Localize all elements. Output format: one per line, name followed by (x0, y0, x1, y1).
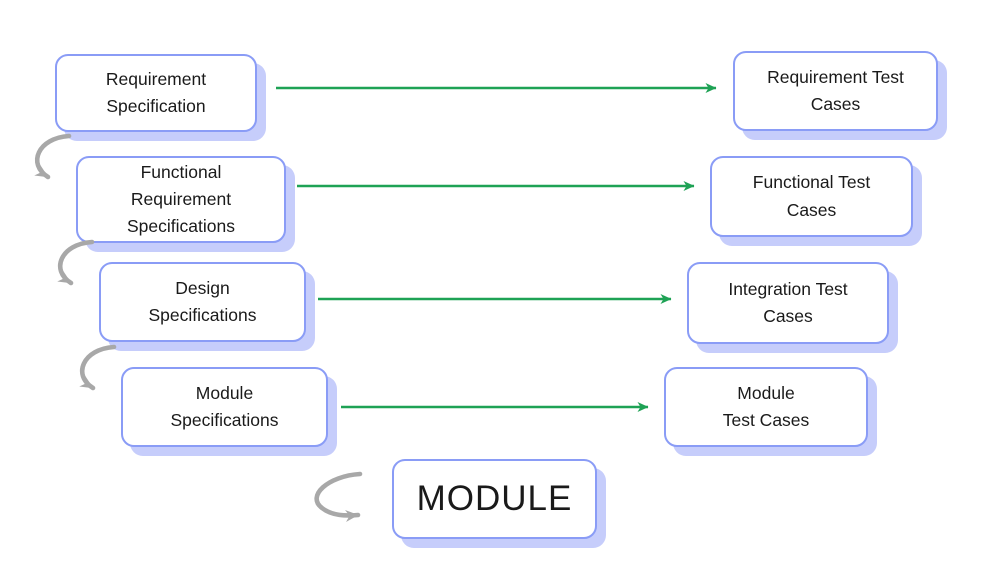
box-design-specifications: Design Specifications (99, 262, 306, 342)
trace-arrow-row4 (341, 402, 649, 412)
box-requirement-specification: Requirement Specification (55, 54, 257, 132)
box-module-test-cases: Module Test Cases (664, 367, 868, 447)
trace-arrow-row1 (276, 83, 717, 93)
box-label: Requirement Specification (105, 68, 207, 116)
curved-arrow-1-icon (34, 133, 72, 180)
box-label: Requirement Test Cases (767, 66, 904, 114)
box-label: Module Specifications (170, 382, 279, 430)
trace-arrow-row3 (318, 294, 672, 304)
box-label: Integration Test Cases (728, 278, 848, 326)
box-label: Module Test Cases (722, 382, 810, 430)
box-module-specifications: Module Specifications (121, 367, 328, 447)
box-functional-test-cases: Functional Test Cases (710, 156, 913, 237)
curved-arrow-2-icon (57, 239, 95, 286)
curved-arrow-3-icon (79, 344, 117, 391)
box-label: Design Specifications (148, 277, 257, 325)
box-label: MODULE (416, 478, 573, 518)
curved-arrow-4-icon (314, 471, 363, 523)
trace-arrow-row2 (297, 181, 695, 191)
box-requirement-test-cases: Requirement Test Cases (733, 51, 938, 131)
box-label: Functional Requirement Specifications (127, 161, 235, 237)
box-integration-test-cases: Integration Test Cases (687, 262, 889, 344)
box-module: MODULE (392, 459, 597, 539)
box-functional-requirement-specifications: Functional Requirement Specifications (76, 156, 286, 243)
box-label: Functional Test Cases (752, 172, 871, 220)
